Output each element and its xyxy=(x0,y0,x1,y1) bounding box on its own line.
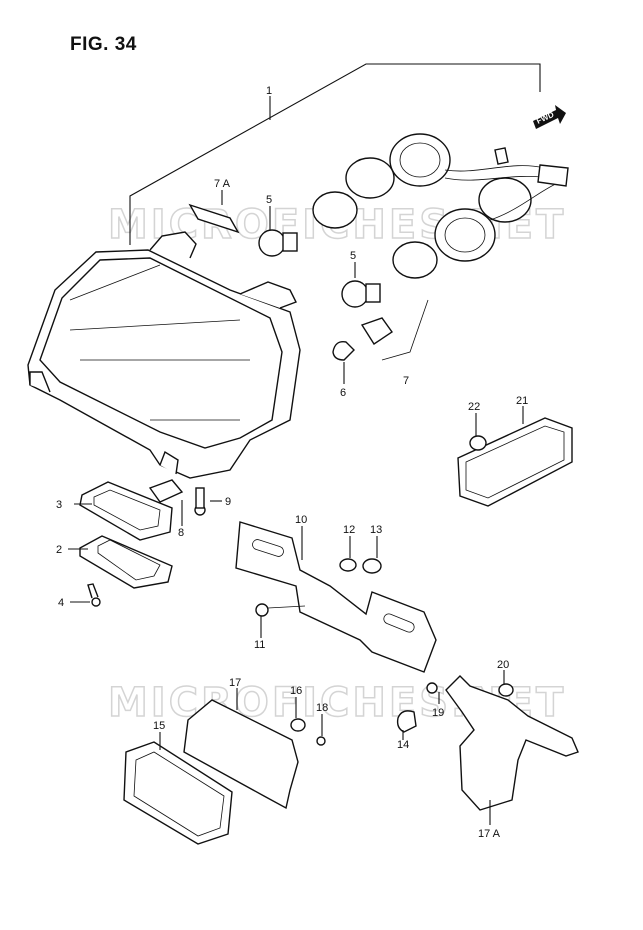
socket-harness xyxy=(312,133,569,279)
screw-19 xyxy=(426,682,438,694)
bulb-5-upper xyxy=(258,229,298,257)
leader-lines xyxy=(68,96,524,825)
callout-5-lower: 5 xyxy=(350,250,356,262)
callout-12: 12 xyxy=(343,524,355,536)
fwd-arrow-icon: FWD xyxy=(533,105,566,129)
part-7a-block xyxy=(188,203,240,234)
socket-7 xyxy=(360,317,393,345)
callout-19: 19 xyxy=(432,707,444,719)
callout-3: 3 xyxy=(56,499,62,511)
bolt-9 xyxy=(194,487,206,516)
callout-15: 15 xyxy=(153,720,165,732)
bulb-5-lower xyxy=(341,280,381,308)
callout-6: 6 xyxy=(340,387,346,399)
lens-2 xyxy=(79,535,173,589)
nut-22 xyxy=(469,435,487,451)
bulb-6 xyxy=(332,341,355,361)
screw-4 xyxy=(87,583,101,607)
callout-7a: 7 A xyxy=(214,178,231,190)
screw-11 xyxy=(255,603,306,617)
callout-17: 17 xyxy=(229,677,241,689)
nut-12 xyxy=(339,558,357,572)
callout-17a: 17 A xyxy=(478,828,501,840)
bracket-10 xyxy=(235,521,437,673)
leader-7 xyxy=(381,299,429,361)
callout-22: 22 xyxy=(468,401,480,413)
figure-title: FIG. 34 xyxy=(70,34,137,55)
reflector-21 xyxy=(457,417,573,507)
callout-1: 1 xyxy=(266,85,272,97)
callout-18: 18 xyxy=(316,702,328,714)
reflector-15 xyxy=(123,741,233,845)
clip-8 xyxy=(148,479,184,503)
nut-20 xyxy=(498,683,514,697)
callout-14: 14 xyxy=(397,739,409,751)
callout-5-upper: 5 xyxy=(266,194,272,206)
callout-11: 11 xyxy=(254,639,265,651)
callout-7: 7 xyxy=(403,375,409,387)
callout-4: 4 xyxy=(58,597,64,609)
bulb-14 xyxy=(396,710,417,733)
holder-17 xyxy=(183,699,299,810)
callout-13: 13 xyxy=(370,524,382,536)
callout-9: 9 xyxy=(225,496,231,508)
assembly-bracket-line xyxy=(129,63,541,245)
callout-10: 10 xyxy=(295,514,307,526)
callout-20: 20 xyxy=(497,659,509,671)
headlight-housing xyxy=(27,231,301,479)
nut-13 xyxy=(362,558,382,574)
nut-16 xyxy=(290,718,306,732)
callout-2: 2 xyxy=(56,544,62,556)
callout-21: 21 xyxy=(516,395,528,407)
callout-16: 16 xyxy=(290,685,302,697)
bracket-17a xyxy=(445,675,579,811)
screw-18 xyxy=(316,736,326,746)
callout-8: 8 xyxy=(178,527,184,539)
gasket-3 xyxy=(79,481,173,541)
